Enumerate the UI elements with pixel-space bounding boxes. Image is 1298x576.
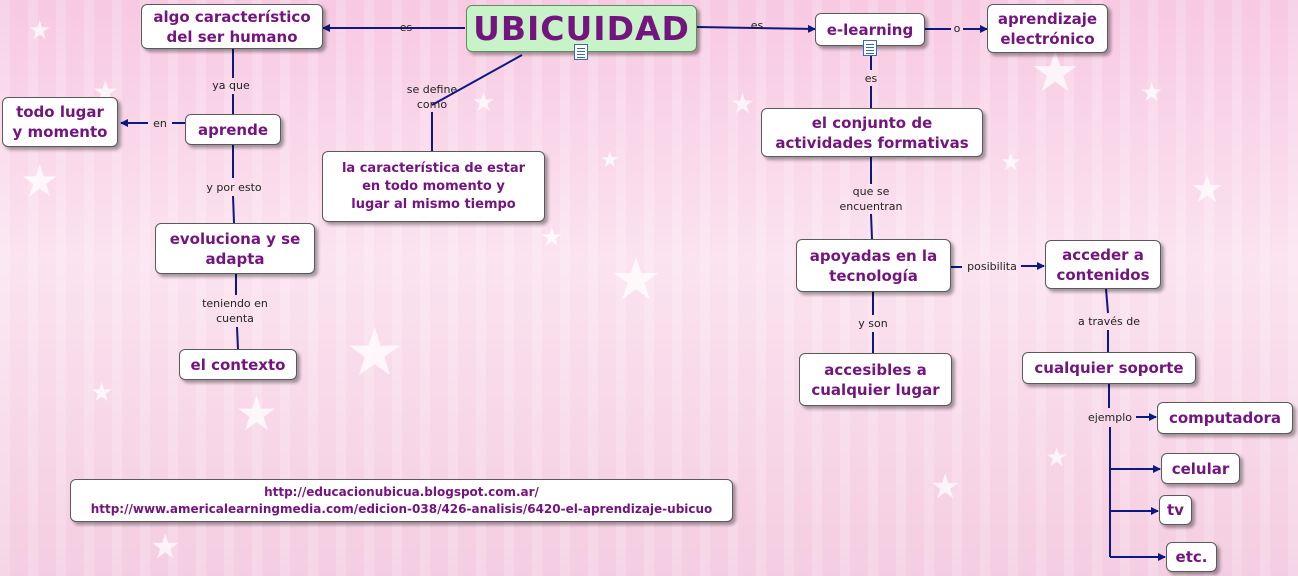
star-decoration: ★ [90,378,114,408]
star-decoration: ★ [1045,443,1069,473]
concept-el-contexto[interactable]: el contexto [179,349,297,380]
star-decoration: ★ [930,467,961,507]
link-label-ejemplo: ejemplo [1087,411,1133,424]
concept-evoluciona[interactable]: evoluciona y se adapta [155,223,315,274]
star-decoration: ★ [28,16,52,46]
link-label-es-down: es [864,72,878,85]
star-decoration: ★ [472,88,496,118]
concept-celular[interactable]: celular [1161,453,1240,484]
concept-conjunto-actividades[interactable]: el conjunto de actividades formativas [761,108,983,157]
link-label-y-por-esto: y por esto [206,181,262,194]
concept-tv[interactable]: tv [1159,495,1192,525]
link-label-teniendo-en-cuenta: teniendo en cuenta [202,297,268,325]
link-label-y-son: y son [858,317,888,330]
star-decoration: ★ [610,245,662,313]
concept-aprende[interactable]: aprende [185,114,281,145]
concept-cualquier-soporte[interactable]: cualquier soporte [1022,352,1196,384]
link-label-en: en [153,117,167,130]
link-label-es-left: es [399,21,413,34]
star-decoration: ★ [1190,167,1225,211]
concept-algo-caracteristico[interactable]: algo característico del ser humano [141,4,323,49]
star-decoration: ★ [600,148,620,173]
star-decoration: ★ [1030,40,1081,105]
link-label-a-traves-de: a través de [1077,315,1141,328]
star-decoration: ★ [540,223,564,253]
document-icon[interactable] [574,44,588,60]
concept-computadora[interactable]: computadora [1157,402,1293,434]
star-decoration: ★ [1000,148,1022,176]
concept-todo-lugar[interactable]: todo lugar y momento [2,97,118,147]
link-label-ya-que: ya que [212,79,250,92]
concept-accesibles[interactable]: accesibles a cualquier lugar [799,353,952,406]
star-decoration: ★ [730,87,756,120]
concept-caracteristica[interactable]: la característica de estar en todo momen… [322,151,545,222]
star-decoration: ★ [20,156,60,207]
link-label-o: o [953,22,961,35]
concept-acceder-contenidos[interactable]: acceder a contenidos [1045,240,1161,289]
reference-urls[interactable]: http://educacionubicua.blogspot.com.ar/ … [70,479,733,522]
concept-aprendizaje-electronico[interactable]: aprendizaje electrónico [987,4,1108,53]
star-decoration: ★ [150,527,181,567]
concept-apoyadas-tecnologia[interactable]: apoyadas en la tecnología [796,239,951,292]
document-icon[interactable] [863,40,877,56]
link-label-que-se-encuentran: que se encuentran [839,185,903,213]
link-label-se-define-como: se define como [406,83,458,111]
concept-etc[interactable]: etc. [1166,542,1217,572]
star-decoration: ★ [1140,78,1164,108]
star-decoration: ★ [235,386,279,442]
star-decoration: ★ [345,314,405,391]
link-label-posibilita: posibilita [967,260,1017,273]
link-label-es-right: es [750,19,764,32]
